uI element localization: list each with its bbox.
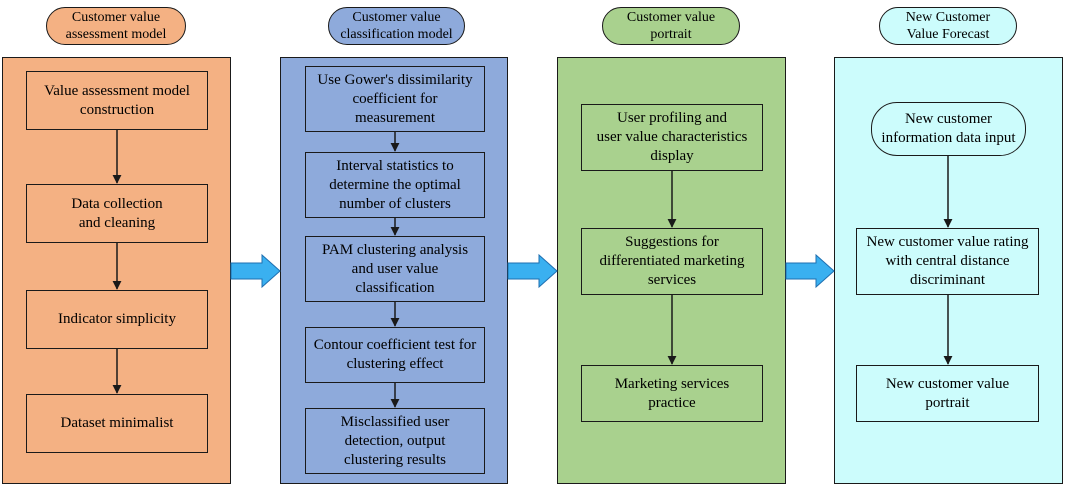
stage-arrow-3-4 — [785, 253, 835, 289]
stage1-header: Customer value assessment model — [46, 7, 186, 45]
stage4-panel — [834, 57, 1063, 484]
stage2-panel — [280, 57, 508, 484]
stage3-step-user-profiling: User profiling and user value characteri… — [581, 104, 763, 171]
stage2-step-gower-measurement: Use Gower's dissimilarity coefficient fo… — [305, 66, 485, 132]
stage1-step-model-construction: Value assessment model construction — [26, 71, 208, 130]
stage-arrow-1-2 — [230, 253, 281, 289]
stage4-header: New Customer Value Forecast — [879, 7, 1017, 45]
stage4-step-value-portrait: New customer value portrait — [856, 365, 1039, 422]
stage1-step-indicator-simplicity: Indicator simplicity — [26, 290, 208, 349]
stage-arrow-2-3 — [507, 253, 558, 289]
stage2-step-misclassified-detection: Misclassified user detection, output clu… — [305, 408, 485, 474]
stage2-step-pam-clustering: PAM clustering analysis and user value c… — [305, 236, 485, 302]
stage2-step-interval-statistics: Interval statistics to determine the opt… — [305, 152, 485, 218]
stage1-step-data-collection: Data collection and cleaning — [26, 184, 208, 243]
stage1-step-dataset-minimalist: Dataset minimalist — [26, 394, 208, 453]
stage3-header: Customer value portrait — [602, 7, 740, 45]
stage4-step-value-rating: New customer value rating with central d… — [856, 228, 1039, 295]
stage2-step-contour-test: Contour coefficient test for clustering … — [305, 327, 485, 383]
stage3-panel — [557, 57, 786, 484]
stage3-step-marketing-suggestions: Suggestions for differentiated marketing… — [581, 228, 763, 295]
stage4-step-data-input: New customer information data input — [871, 102, 1026, 156]
stage2-header: Customer value classification model — [328, 7, 465, 45]
stage3-step-marketing-practice: Marketing services practice — [581, 365, 763, 422]
